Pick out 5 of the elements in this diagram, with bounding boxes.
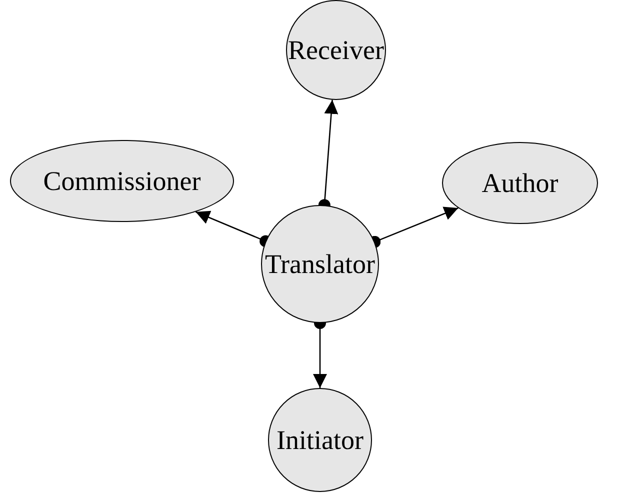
- node-label: Initiator: [276, 426, 364, 454]
- node-label: Author: [482, 170, 558, 196]
- node-label: Commissioner: [43, 168, 201, 194]
- node-label: Receiver: [288, 36, 384, 64]
- node-label: Translator: [264, 250, 375, 278]
